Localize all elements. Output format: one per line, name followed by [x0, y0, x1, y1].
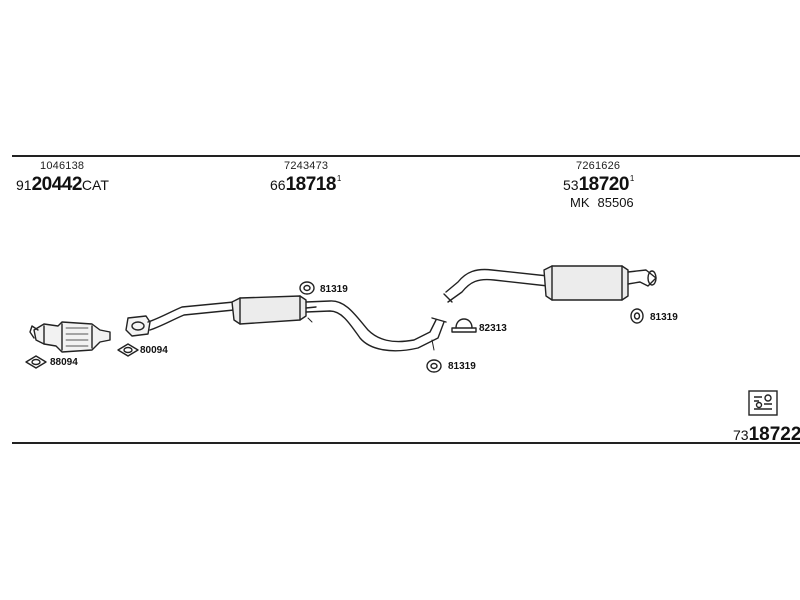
catalog-code-2: 66187181: [270, 174, 341, 196]
rear-pipe: [445, 268, 549, 293]
clamp: [451, 318, 477, 333]
front-pipe: [147, 301, 235, 323]
catalog-code-3-main: 18720: [578, 174, 630, 195]
clamp-label: 82313: [479, 323, 507, 334]
gasket-left-label: 88094: [50, 357, 78, 368]
catalog-code-2-sup: 1: [336, 174, 342, 183]
catalog-code-1-main: 20442: [31, 174, 83, 195]
catalog-code-3: 53187201: [563, 174, 634, 196]
catalog-code-2-prefix: 66: [270, 177, 286, 193]
hanger-mid-top-label: 81319: [320, 284, 348, 295]
bottom-rule: [12, 442, 800, 444]
catalog-code-1-prefix: 91: [16, 177, 32, 193]
mk-code: MK 85506: [570, 195, 642, 210]
catalog-code-1-suffix: CAT: [81, 177, 109, 193]
mid-pipe: [305, 300, 437, 343]
rear-muffler: [543, 265, 657, 301]
part-number-2: 7243473: [284, 160, 329, 172]
gasket-second: [117, 343, 139, 357]
top-rule: [12, 155, 800, 157]
hanger-mid-bottom-label: 81319: [448, 361, 476, 372]
hanger-rear-label: 81319: [650, 312, 678, 323]
gasket-left: [25, 355, 47, 369]
hanger-rear: [630, 308, 644, 324]
catalog-code-3-prefix: 53: [563, 177, 579, 193]
drawing-sheet-icon: [748, 390, 778, 416]
part-number-3: 7261626: [576, 160, 621, 172]
drawing-number-prefix: 73: [733, 427, 749, 443]
mk-value: 85506: [597, 195, 634, 210]
catalog-code-2-main: 18718: [285, 174, 337, 195]
mk-label: MK: [570, 195, 590, 210]
catalog-code-1: 9120442CAT: [16, 174, 109, 196]
middle-muffler: [231, 295, 317, 325]
hanger-mid-top: [299, 281, 315, 295]
drawing-number: 7318722: [733, 424, 800, 446]
flange-front: [125, 315, 151, 337]
catalog-code-3-sup: 1: [629, 174, 635, 183]
hanger-mid-bottom: [426, 359, 442, 373]
catalytic-converter: [29, 321, 111, 353]
gasket-second-label: 80094: [140, 345, 168, 356]
part-number-1: 1046138: [40, 160, 85, 172]
drawing-number-main: 18722: [748, 424, 800, 445]
